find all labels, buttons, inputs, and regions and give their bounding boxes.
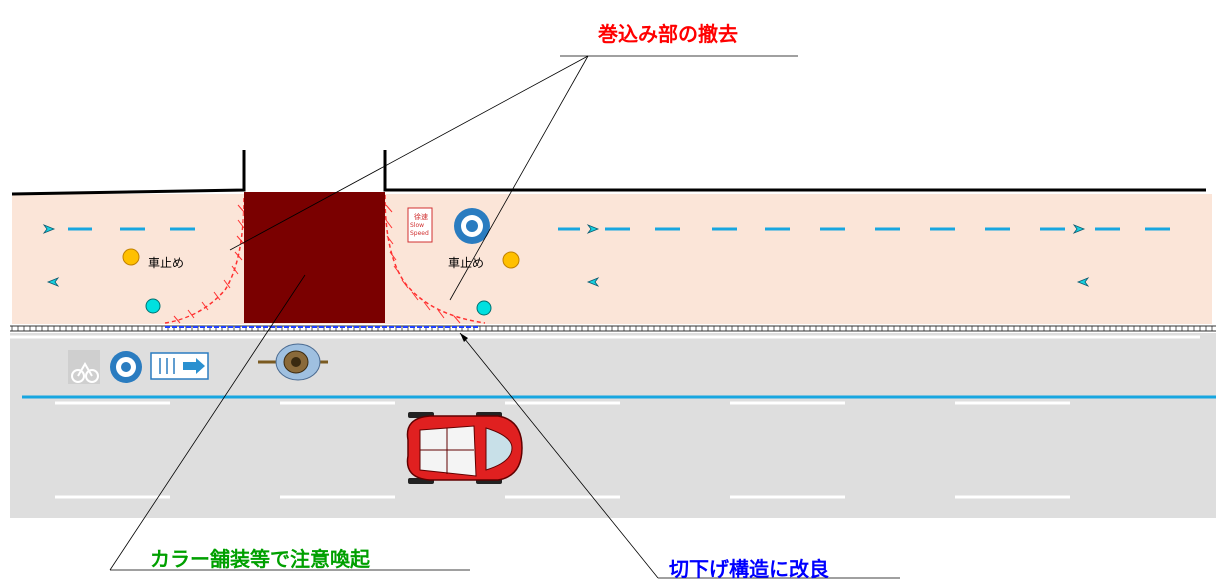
sidewalk xyxy=(12,194,1212,324)
direction-sign-icon xyxy=(150,352,209,380)
color-paving-left-inner xyxy=(170,195,244,323)
cyclist-icon xyxy=(258,343,328,381)
curb-ticks xyxy=(11,326,1213,331)
title: 巻込み部の撤去 xyxy=(598,22,738,46)
arrowhead xyxy=(460,333,468,342)
roadway xyxy=(10,333,1216,518)
bollard-label-left: 車止め xyxy=(148,256,185,270)
bollard-icon xyxy=(502,251,520,269)
bike-logo-icon xyxy=(110,351,142,383)
color-paving-note: カラー舗装等で注意喚起 xyxy=(150,547,370,571)
bollard-icon xyxy=(122,248,140,266)
slow-sign-en2: Speed xyxy=(410,230,429,237)
bollard-label-right: 車止め xyxy=(448,256,485,270)
curb-improvement-note: 切下げ構造に改良 xyxy=(669,557,829,581)
bike-logo-icon xyxy=(454,208,490,244)
color-paving-right xyxy=(384,194,486,324)
property-boundary-right xyxy=(383,150,1206,192)
property-boundary xyxy=(11,150,246,196)
bicycle-icon xyxy=(68,350,100,384)
marker-icon xyxy=(145,298,161,314)
driveway-entrance xyxy=(244,192,385,323)
slow-sign-en1: Slow xyxy=(410,222,425,229)
arrow-icon xyxy=(42,224,1090,287)
marker-icon xyxy=(476,300,492,316)
car-icon xyxy=(406,412,523,484)
hatch-right xyxy=(385,204,461,324)
color-paving-left xyxy=(164,194,245,324)
slow-sign-icon xyxy=(407,207,433,243)
slow-sign-kanji: 徐速 xyxy=(414,213,428,221)
leader-lines xyxy=(109,55,900,579)
hatch-left xyxy=(173,204,245,324)
